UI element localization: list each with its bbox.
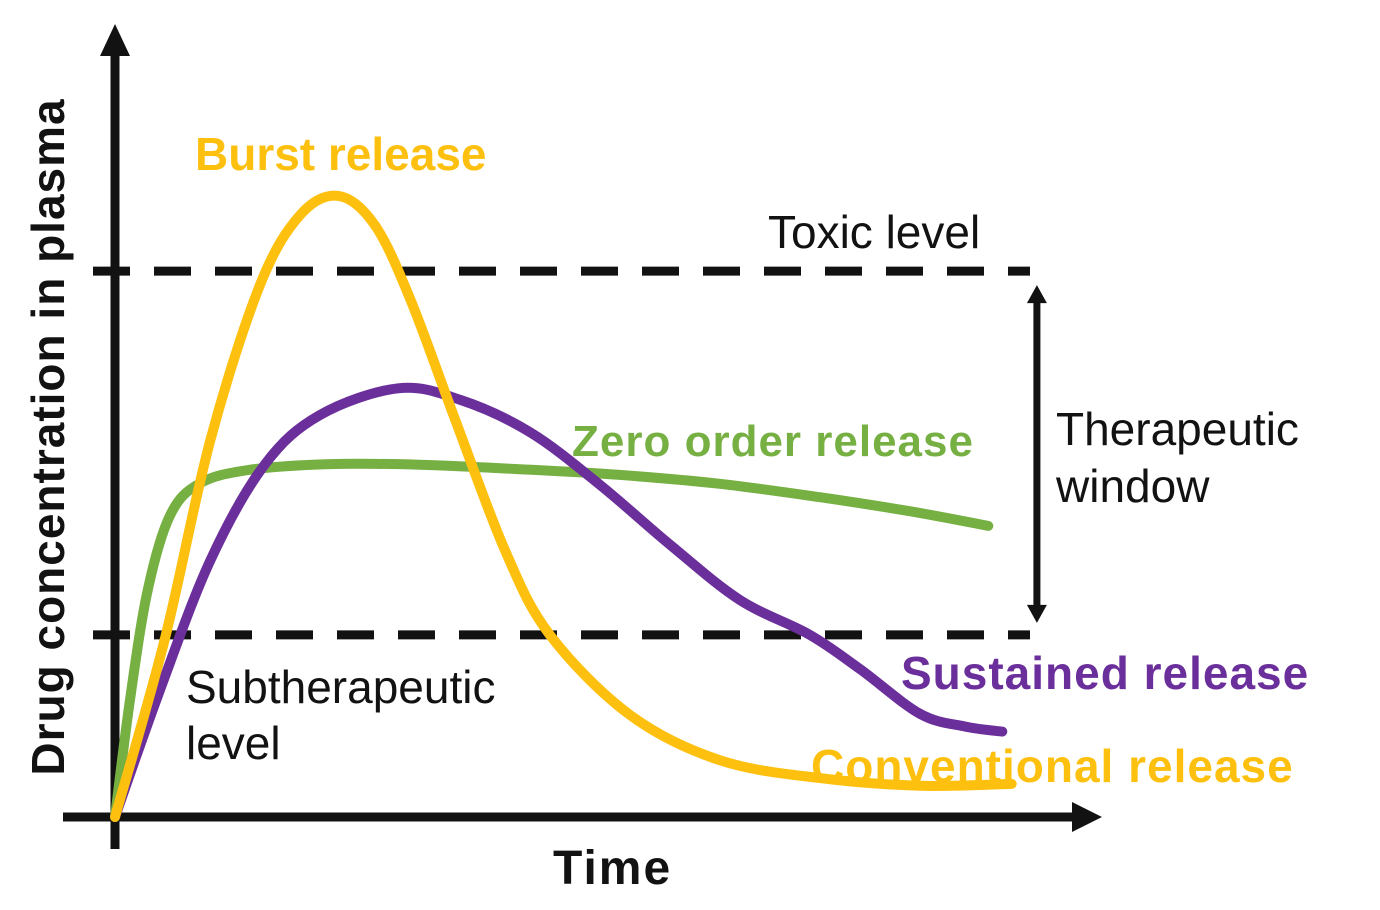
- series-label-zero-order-release: Zero order release: [572, 417, 974, 466]
- series-label-sustained-release: Sustained release: [901, 647, 1310, 699]
- therapeutic-window-arrowhead-down-icon: [1026, 604, 1047, 623]
- curve-zero-order-release: [110, 458, 994, 822]
- subtherapeutic-label-line2: level: [186, 717, 281, 769]
- x-axis-label: Time: [553, 842, 673, 895]
- y-axis-arrowhead-icon: [100, 24, 130, 56]
- y-axis-label: Drug concentration in plasma: [22, 98, 74, 776]
- series-label-burst-release: Burst release: [195, 128, 487, 180]
- therapeutic-window-label-line1: Therapeutic: [1056, 403, 1299, 455]
- therapeutic-window-label-line2: window: [1056, 460, 1210, 512]
- subtherapeutic-label-line1: Subtherapeutic: [186, 661, 496, 713]
- toxic-level-label: Toxic level: [768, 206, 981, 258]
- curve-burst-conventional-release: [110, 190, 1017, 822]
- curve-sustained-release: [110, 382, 1008, 822]
- series-label-conventional-release: Conventional release: [811, 740, 1294, 792]
- therapeutic-window-label: Therapeutic window: [1056, 401, 1299, 515]
- x-axis-arrowhead-icon: [1072, 802, 1102, 832]
- therapeutic-window-arrowhead-up-icon: [1026, 285, 1047, 304]
- subtherapeutic-level-label: Subtherapeutic level: [186, 659, 495, 771]
